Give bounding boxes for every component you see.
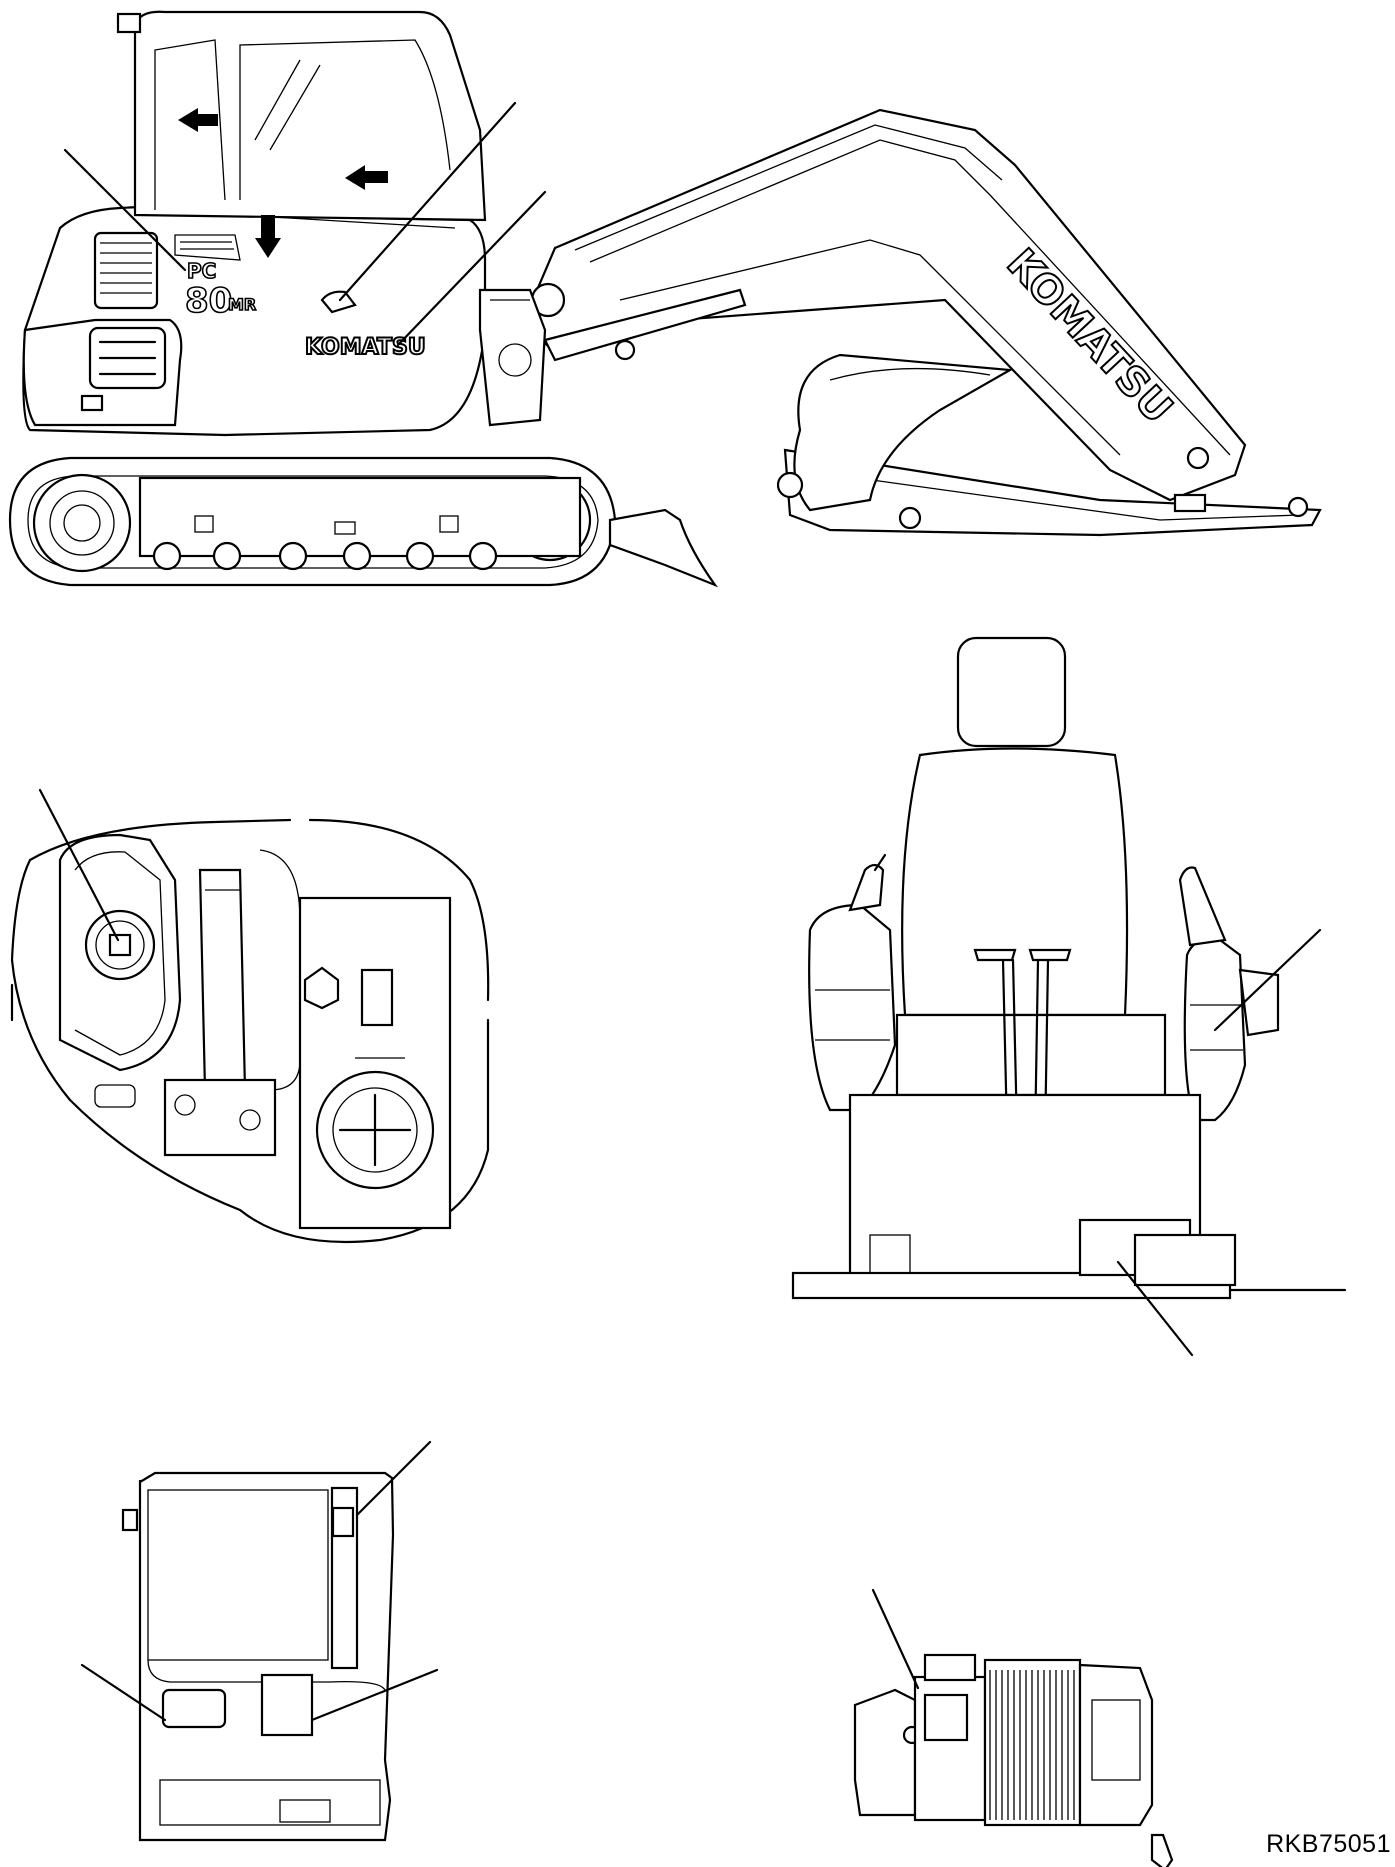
decal-arrow-icon — [345, 165, 388, 190]
dozer-blade — [608, 508, 719, 588]
side-brand-logo: KOMATSU — [305, 335, 426, 360]
model-label-number: 80 — [185, 281, 232, 321]
seat-backrest — [901, 747, 1129, 1017]
cab-logo-decal — [320, 290, 357, 314]
drawing-reference-code: RKB75051 — [1266, 1830, 1391, 1858]
cab-rear-view — [80, 1440, 439, 1842]
seat-cushion — [895, 1013, 1167, 1097]
decal-arrow-icon — [255, 215, 281, 258]
air-cleaner-view — [853, 1588, 1174, 1867]
excavator-side-view: KOMATSU PC 80 MR — [8, 10, 1322, 588]
engine-compartment-detail — [10, 788, 490, 1244]
seat-headrest — [956, 636, 1067, 748]
detail-circle-outline — [10, 818, 490, 1244]
side-grille — [93, 231, 159, 310]
cab-rear-outline — [138, 1471, 395, 1842]
model-label-suffix: MR — [228, 295, 256, 314]
model-label-pc: PC — [187, 259, 216, 283]
operator-seat-rear-view — [791, 636, 1347, 1357]
decal-arrow-icon — [178, 108, 218, 132]
